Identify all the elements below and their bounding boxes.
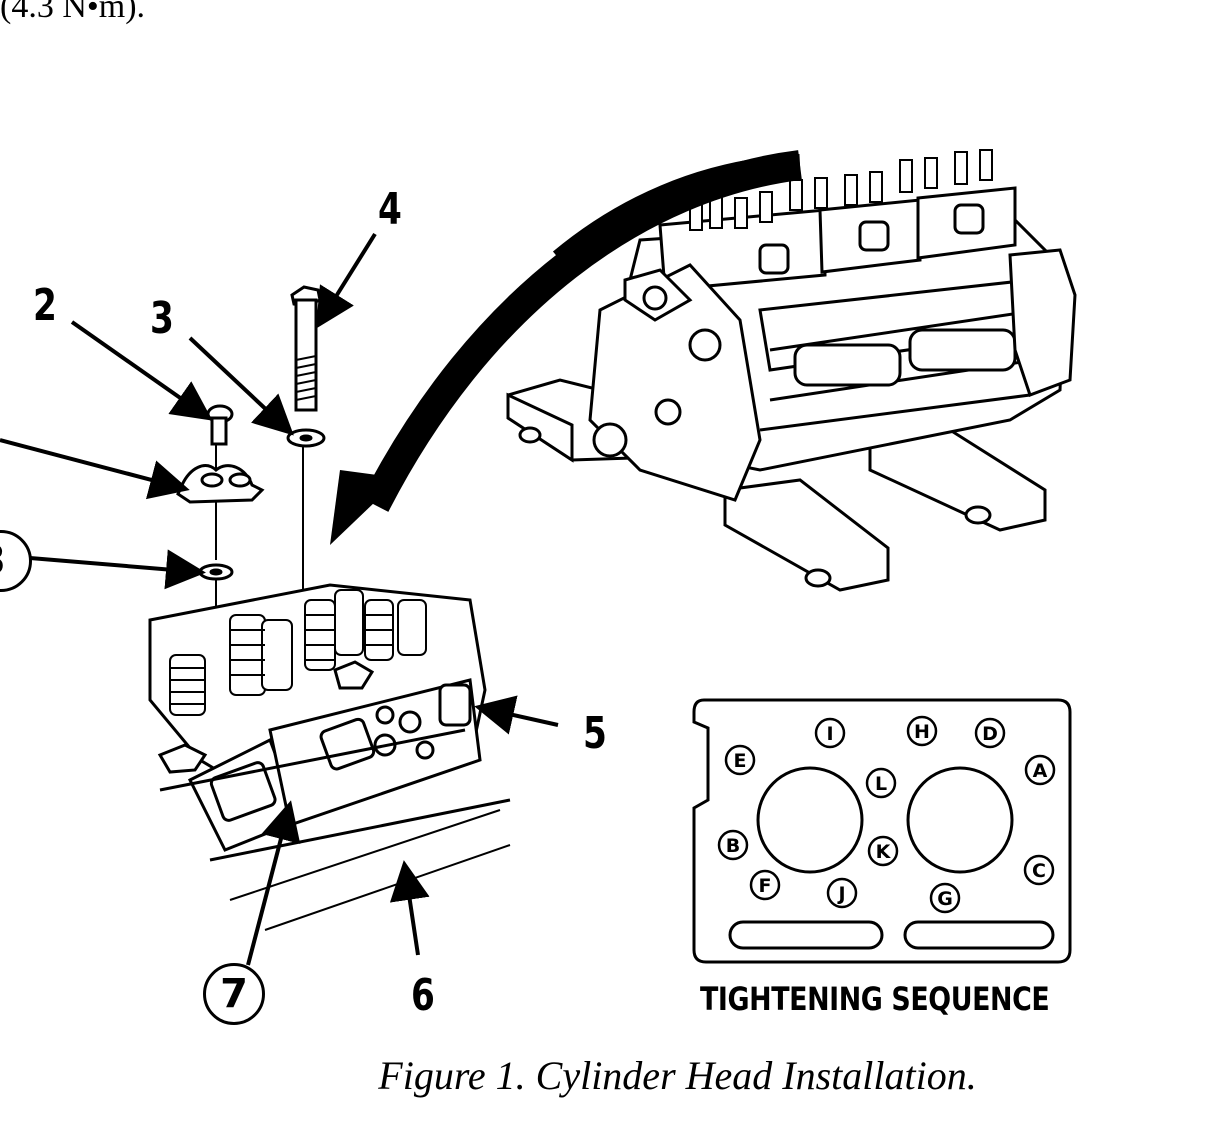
- bolt-marker-h: [906, 715, 938, 747]
- bolt-marker-label-h: H: [914, 721, 930, 743]
- bolt-marker-c: [1023, 854, 1055, 886]
- bolt-marker-f: [749, 869, 781, 901]
- callout-6: 6: [411, 970, 435, 1021]
- bolt-marker-label-g: G: [937, 888, 953, 910]
- callout-7-circled: 7: [203, 963, 265, 1025]
- callout-2: 2: [33, 280, 57, 331]
- bolt-marker-b: [717, 829, 749, 861]
- bolt-marker-label-c: C: [1032, 860, 1046, 882]
- bolt-marker-label-i: I: [826, 723, 833, 745]
- callout-4: 4: [378, 184, 402, 235]
- bolt-marker-j: [826, 877, 858, 909]
- bolt-marker-a: [1024, 754, 1056, 786]
- callout-5: 5: [583, 708, 607, 759]
- figure-caption: Figure 1. Cylinder Head Installation.: [378, 1053, 977, 1098]
- bolt-marker-e: [724, 744, 756, 776]
- bolt-marker-i: [814, 717, 846, 749]
- callout-leaders: [0, 232, 559, 966]
- callout-3: 3: [150, 293, 174, 344]
- bolt-marker-label-f: F: [759, 875, 772, 897]
- bolt-marker-label-b: B: [726, 835, 740, 857]
- intro-text: (4.3 N•m).: [0, 0, 146, 25]
- bolt-marker-label-d: D: [982, 723, 998, 745]
- bolt-marker-d: [974, 717, 1006, 749]
- bolt-sequence-markers: A B C D E F G H I J K L: [717, 715, 1056, 914]
- bolt-marker-g: [929, 882, 961, 914]
- bolt-marker-label-k: K: [876, 841, 892, 863]
- tightening-sequence-diagram: [692, 698, 1072, 964]
- bolt-marker-k: [867, 835, 899, 867]
- tightening-sequence-title: TIGHTENING SEQUENCE: [700, 980, 1050, 1018]
- cylinder-head-drawing: [148, 583, 511, 931]
- bolt-marker-label-e: E: [734, 750, 747, 772]
- bolt-marker-l: [865, 767, 897, 799]
- bolt-marker-label-j: J: [836, 883, 845, 905]
- bolt-marker-label-l: L: [875, 773, 887, 795]
- engine-on-stand-drawing: [506, 149, 1077, 592]
- bolt-marker-label-a: A: [1033, 760, 1048, 782]
